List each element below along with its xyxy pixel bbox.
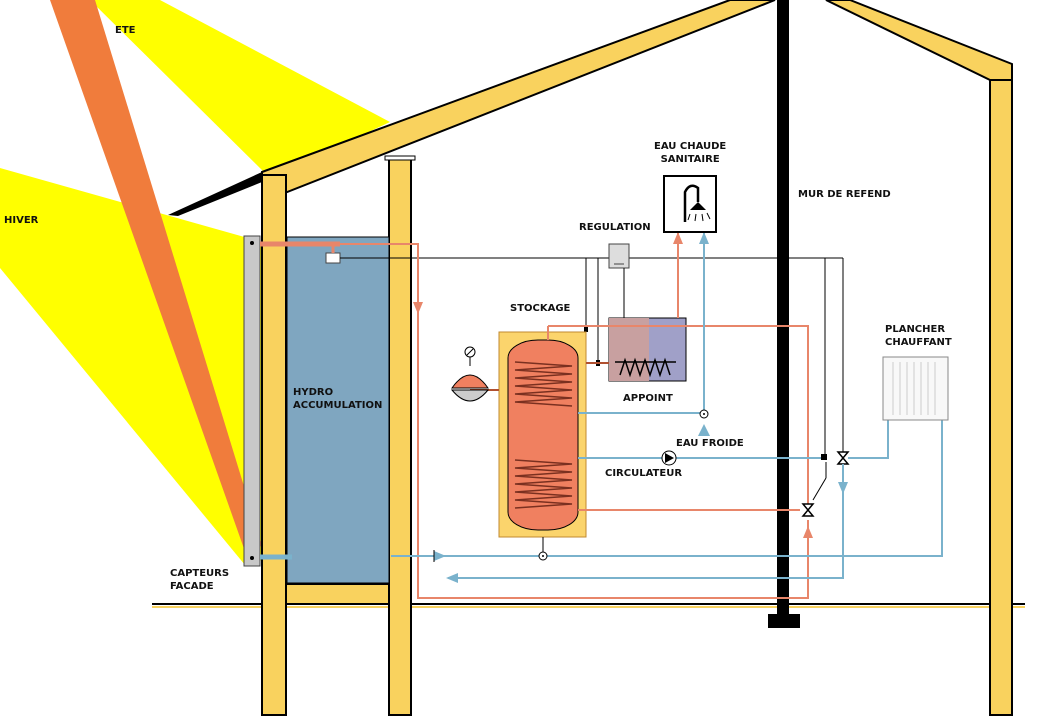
tank-top-valve (325, 252, 341, 264)
underfloor-heating-label: PLANCHER CHAUFFANT (885, 324, 952, 348)
facade-collector (243, 235, 261, 567)
underfloor-heating-panel (882, 356, 949, 421)
domestic-hot-water-label: EAU CHAUDE SANITAIRE (654, 141, 727, 165)
partition-wall-footing (768, 614, 800, 628)
sun-ray (50, 0, 262, 560)
check-valve-icon (433, 550, 446, 562)
hydro-accumulation-label: HYDRO ACCUMULATION (293, 387, 383, 411)
summer-sun-beam (90, 0, 390, 178)
left-outer-wall (261, 174, 287, 716)
storage-upper-coil (514, 361, 573, 407)
circulator-label: CIRCULATEUR (605, 468, 683, 479)
backup-label: APPOINT (623, 393, 673, 404)
right-outer-wall (989, 79, 1013, 716)
pump-icon (661, 450, 677, 466)
hydro-accumulation-tank (286, 236, 390, 584)
partition-wall (777, 0, 789, 615)
inner-wall (388, 157, 412, 716)
summer-label: ETE (115, 25, 136, 36)
winter-sun-beam (0, 168, 262, 565)
three-way-valve-icon (836, 451, 850, 465)
expansion-vessel-icon (450, 374, 490, 402)
regulation-label: REGULATION (579, 222, 651, 233)
cold-water-label: EAU FROIDE (676, 438, 744, 449)
pressure-gauge-icon (464, 346, 476, 366)
regulation-box (608, 243, 630, 269)
shower-icon (683, 184, 711, 222)
storage-tank (507, 339, 579, 531)
partition-wall-label: MUR DE REFEND (798, 189, 891, 200)
right-roof (825, 0, 1013, 83)
mixing-valve-icon (801, 503, 815, 517)
storage-label: STOCKAGE (510, 303, 571, 314)
domestic-hot-water-box (663, 175, 717, 233)
winter-label: HIVER (4, 215, 39, 226)
storage-lower-coil (514, 459, 573, 509)
facade-collectors-label: CAPTEURS FACADE (170, 568, 230, 592)
backup-heater-coil (619, 357, 671, 378)
floor-beam (285, 583, 390, 605)
